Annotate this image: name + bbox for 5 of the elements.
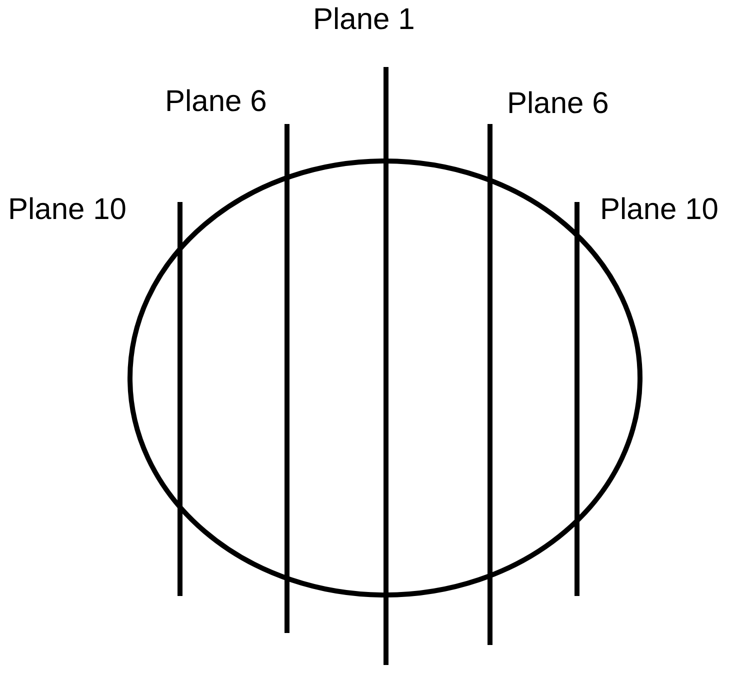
plane-label: Plane 6 <box>507 86 609 122</box>
plane-label: Plane 10 <box>600 192 718 228</box>
plane-label: Plane 6 <box>165 84 267 120</box>
plane-label: Plane 1 <box>313 2 415 38</box>
plane-label: Plane 10 <box>8 192 126 228</box>
